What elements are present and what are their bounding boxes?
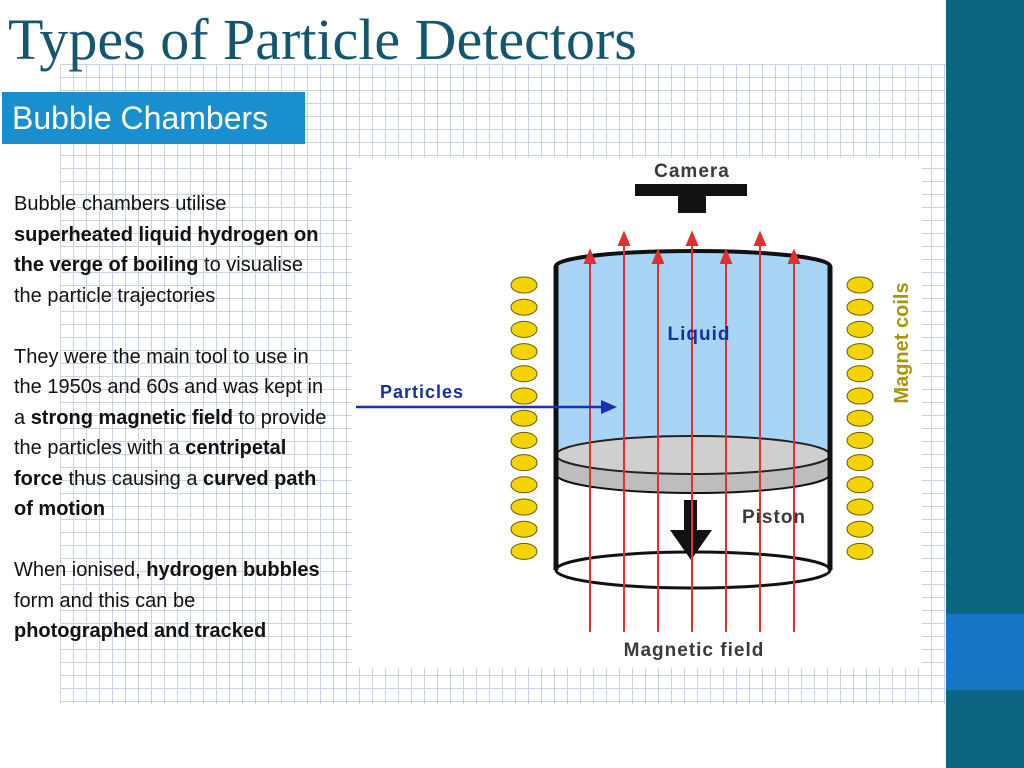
magnet-coil (846, 498, 874, 516)
magnet-coil (846, 454, 874, 472)
magnet-coil (510, 409, 538, 427)
magnet-coil (510, 320, 538, 338)
magnet-coil (846, 298, 874, 316)
magnet-coil (846, 320, 874, 338)
magnet-coil (510, 276, 538, 294)
liquid-label: Liquid (668, 324, 731, 345)
magnet-coils-left (510, 276, 538, 560)
camera-label: Camera (654, 161, 730, 182)
body-run: Bubble chambers utilise (14, 193, 227, 215)
body-paragraph: They were the main tool to use in the 19… (14, 342, 330, 525)
magnet-coil (846, 343, 874, 361)
magnet-coil (846, 276, 874, 294)
magnet-coil (510, 298, 538, 316)
magnet-coil (846, 431, 874, 449)
body-run: thus causing a (62, 467, 203, 490)
magnet-coil (510, 454, 538, 472)
piston-arrow-shaft (684, 500, 697, 532)
body-text: Bubble chambers utilise superheated liqu… (14, 189, 330, 677)
magnet-coil (846, 542, 874, 560)
emphasis-text: centripetal force (14, 437, 287, 490)
body-run: form and this can be (14, 589, 196, 612)
particles-label: Particles (380, 382, 464, 402)
magnet-coil (510, 520, 538, 538)
body-run: to visualise the particle trajectories (14, 254, 303, 307)
magnet-coil (846, 409, 874, 427)
emphasis-text: photographed and tracked (14, 620, 267, 642)
magnetic-field-label: Magnetic field (624, 640, 765, 661)
body-run: When ionised, (14, 559, 147, 581)
piston-label: Piston (742, 507, 806, 528)
body-run: They were the main tool to use in the 19… (14, 345, 324, 429)
magnet-coil (510, 431, 538, 449)
magnet-coil (510, 498, 538, 516)
magnet-coil (510, 365, 538, 383)
body-paragraph: Bubble chambers utilise superheated liqu… (14, 189, 330, 311)
magnet-coil (510, 343, 538, 361)
camera-lens (678, 196, 706, 213)
magnet-coil (510, 542, 538, 560)
magnetic-field-lines (583, 230, 801, 632)
magnet-coil (846, 476, 874, 494)
sidebar-accent (946, 614, 1024, 690)
magnet-coils-right (846, 276, 874, 560)
body-run: to provide the particles with a (14, 406, 327, 460)
bubble-chamber-diagram: Camera (352, 158, 922, 668)
emphasis-text: strong magnetic field (30, 406, 233, 429)
magnet-coil (846, 365, 874, 383)
magnet-coil (510, 387, 538, 405)
magnet-coil (846, 520, 874, 538)
magnet-coil (510, 476, 538, 494)
camera-body (635, 184, 747, 196)
emphasis-text: hydrogen bubbles (146, 559, 320, 581)
emphasis-text: curved path of motion (14, 467, 317, 521)
particle-arrow-head (601, 400, 617, 414)
emphasis-text: superheated liquid hydrogen on the verge… (14, 223, 319, 277)
magnet-coils-label: Magnet coils (891, 282, 913, 403)
magnet-coil (846, 387, 874, 405)
slide-title: Types of Particle Detectors (8, 7, 637, 72)
body-paragraph: When ionised, hydrogen bubbles form and … (14, 555, 330, 647)
section-heading: Bubble Chambers (2, 92, 305, 144)
